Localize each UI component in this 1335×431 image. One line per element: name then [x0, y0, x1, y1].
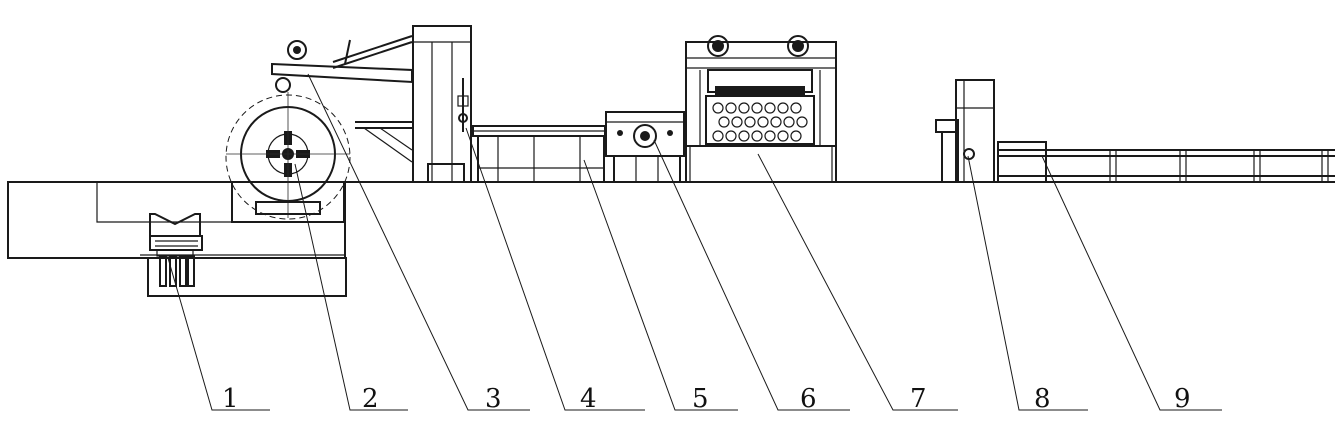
callout-7: 7 [910, 384, 927, 414]
leader-3 [307, 73, 530, 411]
callout-6: 6 [800, 384, 817, 414]
callout-9: 9 [1174, 384, 1191, 414]
leader-1 [167, 257, 270, 411]
leader-lines [167, 73, 1222, 411]
feeder [605, 111, 685, 183]
shear [935, 79, 995, 183]
straightener-tower [412, 25, 472, 183]
infeed-table [472, 125, 606, 183]
leader-7 [757, 153, 958, 411]
leader-9 [1041, 155, 1222, 411]
callout-4: 4 [580, 384, 597, 414]
leader-6 [653, 139, 850, 411]
leader-8 [967, 155, 1088, 411]
coil-car [149, 213, 203, 287]
callout-8: 8 [1034, 384, 1051, 414]
callout-3: 3 [485, 384, 502, 414]
callout-2: 2 [362, 384, 379, 414]
leader-4 [465, 127, 645, 411]
pressing-arm [271, 35, 413, 163]
callout-labels: 1 2 3 4 5 6 7 8 9 [222, 384, 1191, 414]
callout-1: 1 [222, 384, 239, 414]
press [685, 35, 837, 183]
callout-5: 5 [692, 384, 709, 414]
uncoiler [225, 92, 351, 223]
runout-table [997, 141, 1335, 183]
leader-2 [294, 163, 408, 411]
leader-5 [583, 159, 738, 411]
